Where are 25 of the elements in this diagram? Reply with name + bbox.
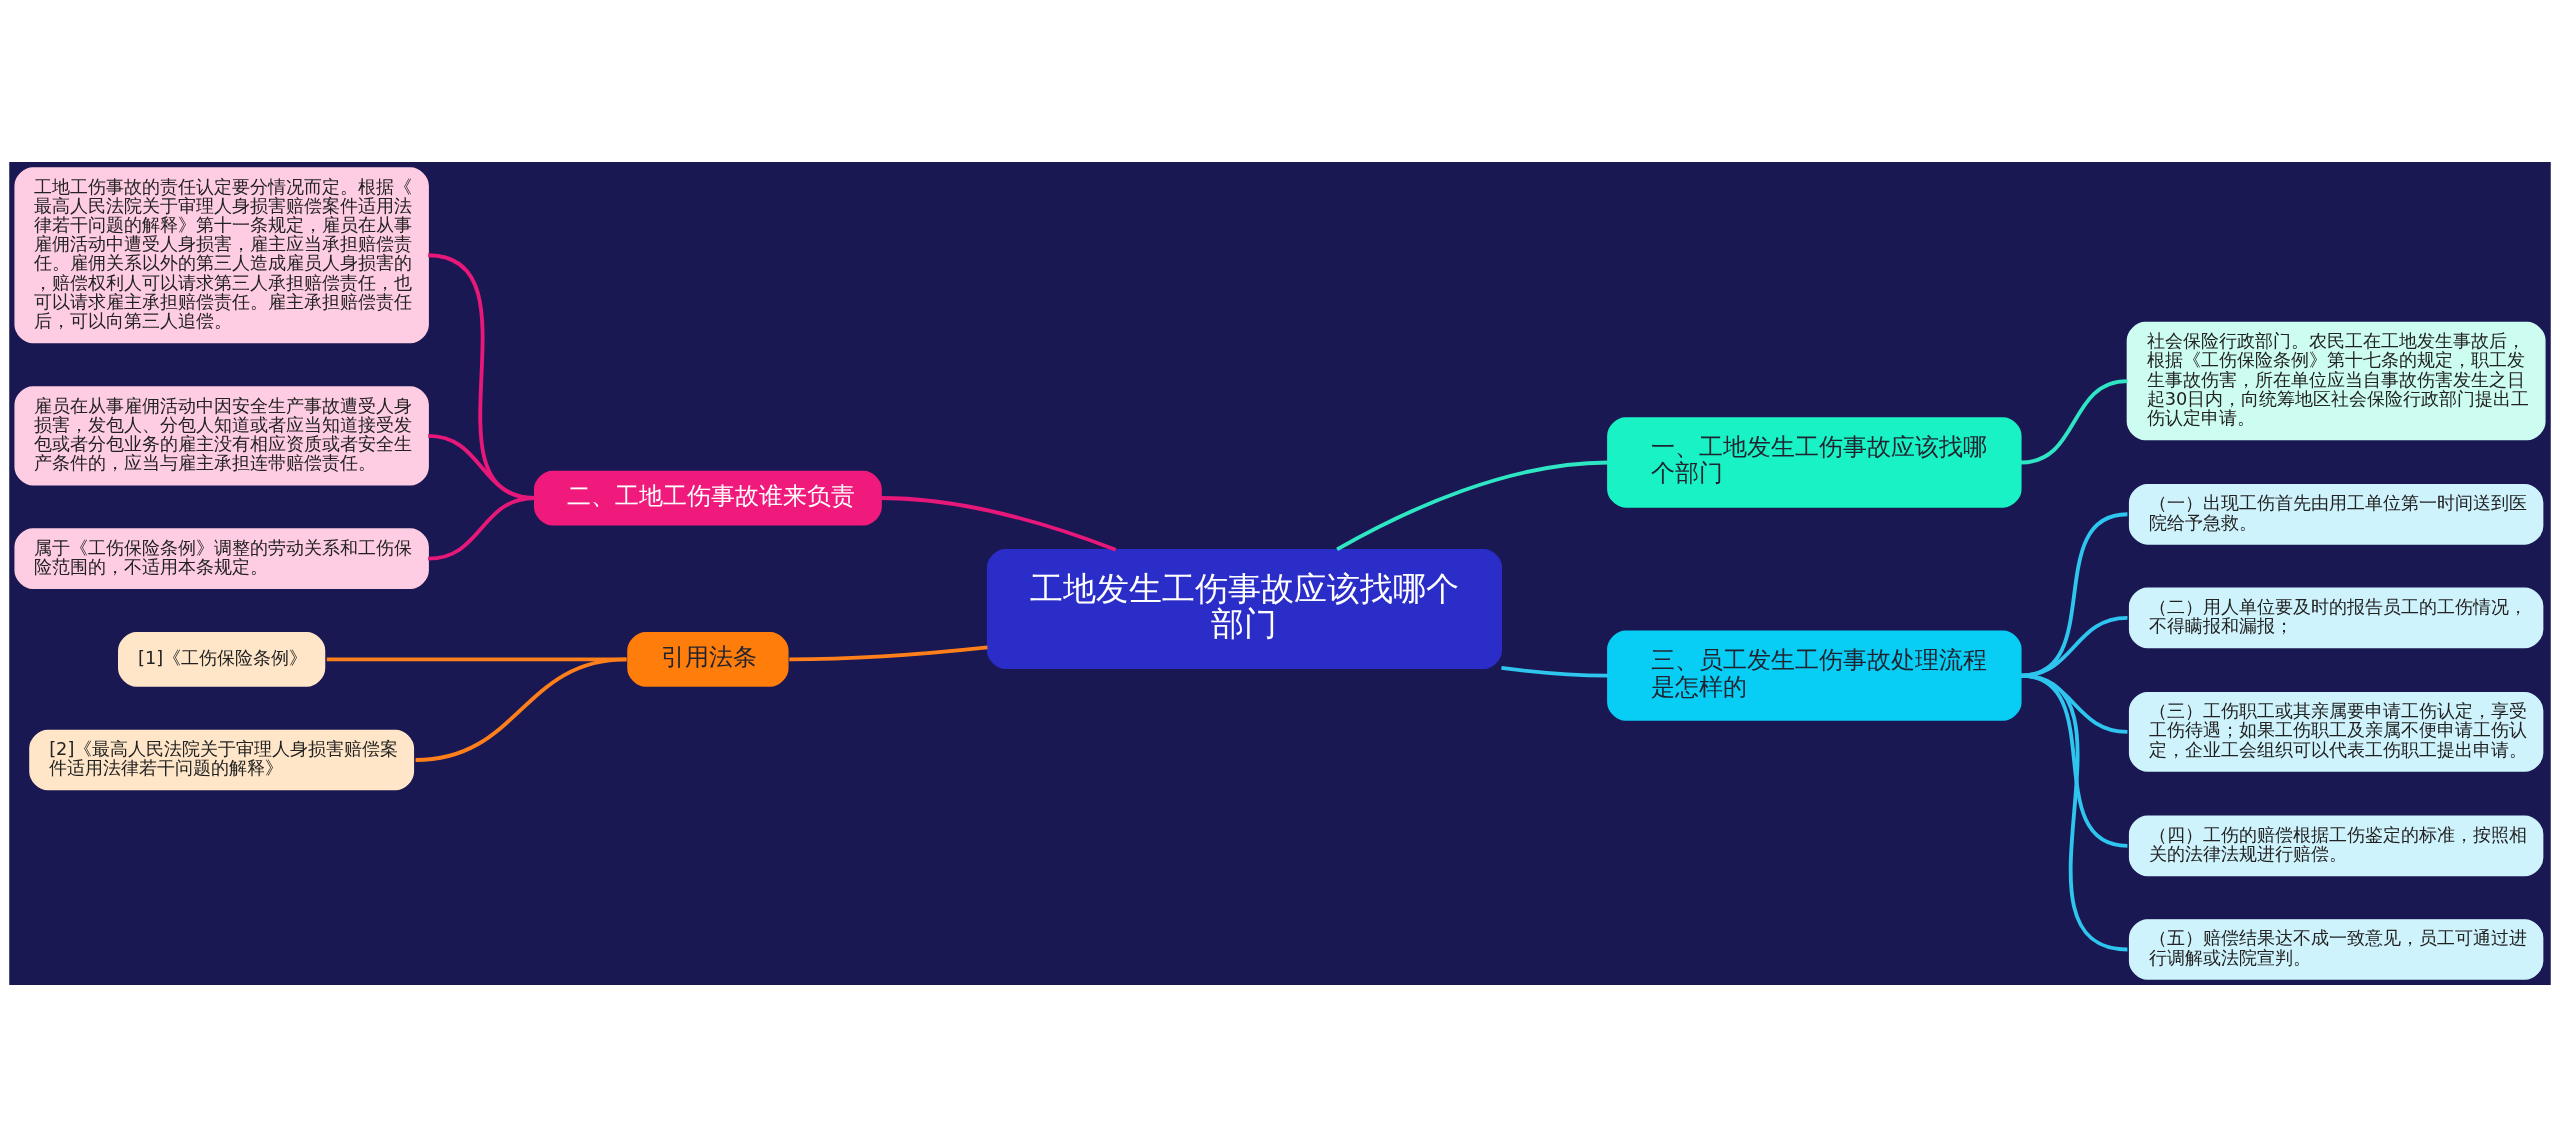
connector [415,656,627,762]
node-box: 引用法条 [627,631,789,687]
node-box: 社会保险行政部门。农民工在工地发生事故后，根据《工伤保险条例》第十七条的规定，职工发生事故伤害，所在单位应当自事故伤害发生之日起30日内，向统筹地区社会保险行政部门提出工伤认定申请。 [2126,321,2546,440]
connector [1501,665,1608,678]
node-box: 工地发生工伤事故应该找哪个部门 [986,548,1503,669]
node-box: 二、工地工伤事故谁来负责 [533,470,882,525]
connector [427,495,535,561]
node-box: （三）工伤职工或其亲属要申请工伤认定，享受工伤待遇；如果工伤职工及亲属不便申请工伤认定，企业工会组织可以代表工伤职工提出申请。 [2128,691,2544,772]
node-box: 雇员在从事雇佣活动中因安全生产事故遭受人身损害，发包人、分包人知道或者应当知道接受发包或者分包业务的雇主没有相应资质或者安全生产条件的，应当与雇主承担连带赔偿责任。 [14,385,429,485]
connector [2020,673,2128,951]
connector [326,656,627,661]
node-box: （五）赔偿结果达不成一致意见，员工可通过进行调解或法院宣判。 [2128,918,2544,980]
node-box: 三、员工发生工伤事故处理流程是怎样的 [1607,630,2022,721]
node-box: （一）出现工伤首先由用工单位第一时间送到医院给予急救。 [2128,483,2544,545]
connector [789,644,988,661]
node-box: 一、工地发生工伤事故应该找哪个部门 [1607,416,2022,508]
connector [2020,378,2128,464]
node-box: 属于《工伤保险条例》调整的劳动关系和工伤保险范围的，不适用本条规定。 [14,527,429,589]
node-box: [1]《工伤保险条例》 [118,631,326,687]
connector [1336,460,1608,551]
connector [881,495,1117,552]
node-box: 工地工伤事故的责任认定要分情况而定。根据《最高人民法院关于审理人身损害赔偿案件适用法律若干问题的解释》第十一条规定，雇员在从事雇佣活动中遭受人身损害，雇主应当承担赔偿责任。雇佣关系以外的第三人造成雇员人身损害的，赔偿权利人可以请求第三人承担赔偿责任，也可以请求雇主承担赔偿责任。雇主承担赔偿责任后，可以向第三人追偿。 [14,166,429,343]
node-box: [2]《最高人民法院关于审理人身损害赔偿案件适用法律若干问题的解释》 [29,729,415,790]
node-box: （二）用人单位要及时的报告员工的工伤情况，不得瞒报和漏报； [2128,587,2544,648]
node-box: （四）工伤的赔偿根据工伤鉴定的标准，按照相关的法律法规进行赔偿。 [2128,815,2544,876]
